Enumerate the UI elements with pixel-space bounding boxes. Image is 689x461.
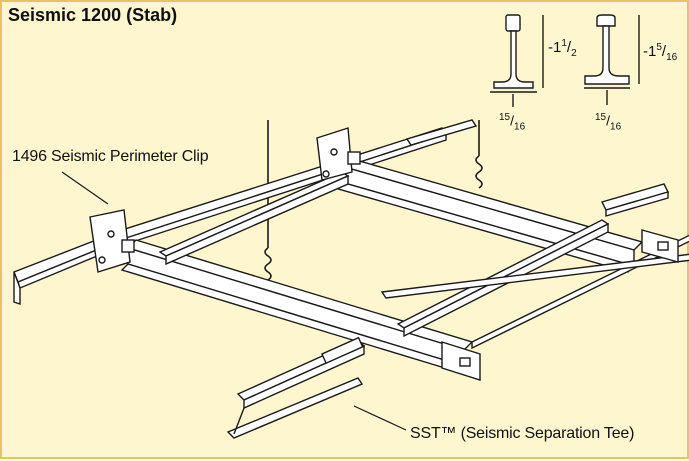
profile-2-flange-label: 15/16	[595, 112, 622, 133]
perimeter-clip-left	[89, 209, 135, 273]
profile-1-flange-label: 15/16	[499, 112, 526, 133]
diagram-title: Seismic 1200 (Stab)	[8, 5, 178, 25]
separation-tee-label: SST™ (Seismic Separation Tee)	[410, 425, 635, 442]
profile-2-flange-tick	[584, 87, 630, 105]
end-clip-front	[441, 341, 481, 381]
main-runner-front	[120, 239, 474, 373]
separation-tee	[226, 336, 366, 439]
cross-tee-left	[158, 171, 350, 266]
profile-1-height-label: -11/2	[548, 38, 577, 59]
end-clip-right	[641, 229, 679, 263]
cross-tee-far	[380, 234, 689, 350]
main-runner-back	[319, 153, 644, 273]
profile-2-height-label: -15/16	[643, 42, 678, 63]
perimeter-clip-label: 1496 Seismic Perimeter Clip	[12, 148, 209, 165]
perimeter-clip-back	[316, 127, 361, 181]
profile-2-section	[584, 14, 630, 85]
wall-angle-right	[600, 183, 670, 217]
profile-1-flange-tick	[490, 91, 537, 107]
profile-1-section	[493, 14, 534, 89]
leader-lines	[61, 171, 407, 431]
